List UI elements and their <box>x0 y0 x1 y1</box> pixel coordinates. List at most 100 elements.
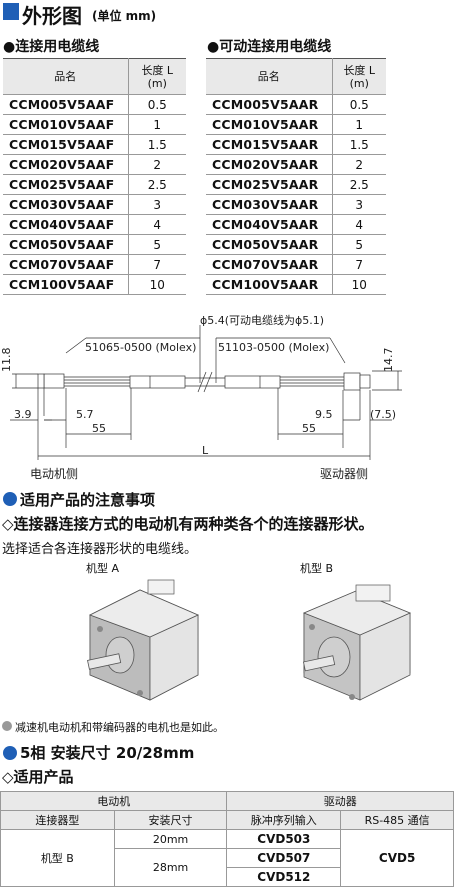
cell-size-28: 28mm <box>113 848 228 887</box>
product-code: CCM005V5AAR <box>206 94 333 115</box>
product-length: 1 <box>128 114 186 135</box>
col-header-length: 长度 L(m) <box>128 58 186 95</box>
product-code: CCM015V5AAF <box>3 134 129 155</box>
product-length: 4 <box>128 214 186 235</box>
section5-subtitle: ◇适用产品 <box>2 768 74 786</box>
type-b-label: 机型 B <box>300 562 334 575</box>
footnote-bullet <box>2 721 12 731</box>
product-code: CCM030V5AAF <box>3 194 129 215</box>
cell-cvd507: CVD507 <box>226 848 342 868</box>
dim-11-8: 11.8 <box>0 348 13 373</box>
dim-7-5: (7.5) <box>370 408 396 421</box>
cell-cvd512: CVD512 <box>226 867 342 887</box>
product-length: 3 <box>332 194 386 215</box>
dim-55-right: 55 <box>302 422 316 435</box>
cell-cvd503: CVD503 <box>226 829 342 849</box>
product-length: 2.5 <box>128 174 186 195</box>
left-table-title: ●连接用电缆线 <box>3 39 100 55</box>
product-code: CCM005V5AAF <box>3 94 129 115</box>
type-a-label: 机型 A <box>86 562 120 575</box>
page-title: 外形图 <box>22 4 82 28</box>
product-code: CCM030V5AAR <box>206 194 333 215</box>
product-code: CCM015V5AAR <box>206 134 333 155</box>
th-driver: 驱动器 <box>226 791 454 811</box>
notice-bullet <box>3 492 17 506</box>
product-code: CCM025V5AAR <box>206 174 333 195</box>
product-code: CCM020V5AAR <box>206 154 333 175</box>
product-length: 1.5 <box>332 134 386 155</box>
section5-title: 5相 安装尺寸 20/28mm <box>20 744 195 762</box>
product-length: 4 <box>332 214 386 235</box>
cell-cvd5: CVD5 <box>340 829 454 887</box>
dim-3-9: 3.9 <box>14 408 32 421</box>
right-connector-label: 51103-0500 (Molex) <box>218 341 329 354</box>
right-table-title: ●可动连接用电缆线 <box>207 39 332 55</box>
product-length: 0.5 <box>128 94 186 115</box>
product-length: 2 <box>128 154 186 175</box>
product-code: CCM050V5AAR <box>206 234 333 255</box>
product-code: CCM100V5AAR <box>206 274 333 295</box>
motor-type-b-image <box>302 584 412 701</box>
motor-side-label: 电动机侧 <box>30 467 78 481</box>
dim-5-7: 5.7 <box>76 408 94 421</box>
cell-size-20: 20mm <box>113 829 228 849</box>
applicable-products-table: 电动机 驱动器 连接器型 安装尺寸 脉冲序列输入 RS-485 通信 机型 B … <box>0 791 454 887</box>
product-length: 5 <box>332 234 386 255</box>
product-length: 10 <box>128 274 186 295</box>
notice-title: 适用产品的注意事项 <box>20 491 156 509</box>
product-code: CCM020V5AAF <box>3 154 129 175</box>
product-length: 10 <box>332 274 386 295</box>
product-length: 3 <box>128 194 186 215</box>
product-length: 7 <box>332 254 386 275</box>
unit-note: (单位 mm) <box>92 9 157 23</box>
product-code: CCM040V5AAF <box>3 214 129 235</box>
product-length: 0.5 <box>332 94 386 115</box>
cell-type-b: 机型 B <box>0 829 115 887</box>
product-code: CCM010V5AAF <box>3 114 129 135</box>
dim-L: L <box>202 444 209 457</box>
product-length: 1.5 <box>128 134 186 155</box>
product-code: CCM010V5AAR <box>206 114 333 135</box>
product-code: CCM070V5AAR <box>206 254 333 275</box>
dim-14-7: 14.7 <box>382 348 395 373</box>
th-size: 安装尺寸 <box>113 810 228 830</box>
col-header-name: 品名 <box>3 58 129 95</box>
th-rs485: RS-485 通信 <box>340 810 454 830</box>
th-connector: 连接器型 <box>0 810 115 830</box>
left-connector-label: 51065-0500 (Molex) <box>85 341 196 354</box>
motor-type-a-image <box>87 579 199 701</box>
footnote: 减速机电动机和带编码器的电机也是如此。 <box>15 721 224 734</box>
product-length: 2.5 <box>332 174 386 195</box>
product-length: 5 <box>128 234 186 255</box>
product-code: CCM070V5AAF <box>3 254 129 275</box>
dim-55-left: 55 <box>92 422 106 435</box>
product-code: CCM100V5AAF <box>3 274 129 295</box>
th-motor: 电动机 <box>0 791 228 811</box>
product-length: 1 <box>332 114 386 135</box>
col-header-name: 品名 <box>206 58 333 95</box>
product-length: 7 <box>128 254 186 275</box>
notice-subtitle: ◇连接器连接方式的电动机有两种类各个的连接器形状。 <box>2 515 374 533</box>
driver-side-label: 驱动器侧 <box>320 467 368 481</box>
product-code: CCM025V5AAF <box>3 174 129 195</box>
product-code: CCM040V5AAR <box>206 214 333 235</box>
